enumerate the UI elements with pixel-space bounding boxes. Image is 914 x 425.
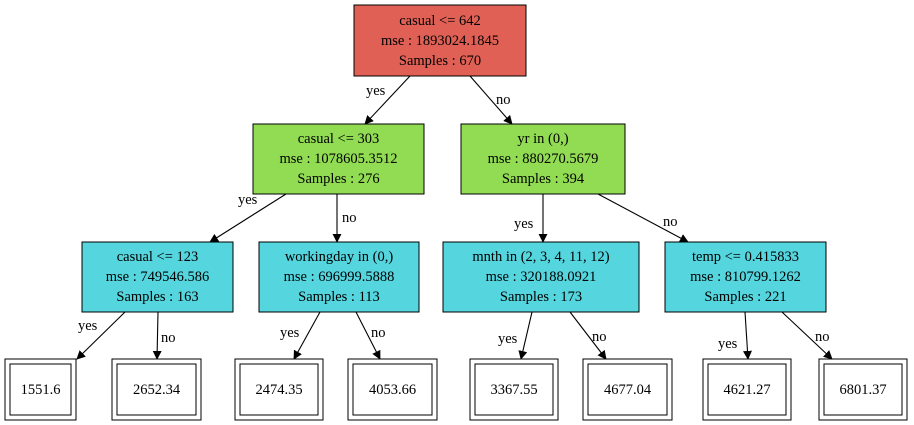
- edge-label-no: no: [592, 329, 607, 345]
- leaf-node-6: 4677.04: [582, 358, 673, 421]
- edge-label-no: no: [663, 214, 678, 230]
- node-box: [664, 241, 827, 313]
- edge-r-rr: [597, 193, 689, 243]
- node-samples: Samples : 163: [116, 289, 198, 305]
- node-split-rule: casual <= 303: [298, 131, 380, 147]
- leaf-value: 2652.34: [133, 382, 181, 398]
- node-mse: mse : 320188.0921: [486, 269, 597, 285]
- edge-root-right: [469, 75, 513, 125]
- edge-label-yes: yes: [514, 216, 534, 232]
- node-split-rule: yr in (0,): [517, 131, 568, 147]
- edge-label-no: no: [161, 330, 176, 346]
- edges: [76, 75, 833, 360]
- node-level2-1: casual <= 123 mse : 749546.586 Samples :…: [81, 241, 234, 313]
- node-split-rule: casual <= 642: [399, 13, 481, 29]
- leaf-inner-border: [116, 363, 197, 416]
- edge-lr-leaf3: [293, 311, 321, 360]
- leaf-inner-border: [587, 363, 668, 416]
- edge-rl-leaf6: [569, 311, 607, 360]
- edge-l-ll: [209, 193, 287, 243]
- node-box: [252, 123, 425, 195]
- node-mse: mse : 810799.1262: [690, 269, 801, 285]
- node-samples: Samples : 394: [502, 171, 585, 187]
- node-samples: Samples : 276: [297, 171, 379, 187]
- leaf-node-5: 3367.55: [469, 358, 559, 421]
- node-level2-4: temp <= 0.415833 mse : 810799.1262 Sampl…: [664, 241, 827, 313]
- node-samples: Samples : 221: [704, 289, 786, 305]
- node-split-rule: casual <= 123: [117, 249, 199, 265]
- node-box: [460, 123, 626, 195]
- edge-lr-leaf4: [355, 311, 381, 360]
- node-level1-right: yr in (0,) mse : 880270.5679 Samples : 3…: [460, 123, 626, 195]
- node-mse: mse : 1893024.1845: [381, 33, 499, 49]
- node-root: casual <= 642 mse : 1893024.1845 Samples…: [353, 4, 527, 77]
- node-level2-3: mnth in (2, 3, 4, 11, 12) mse : 320188.0…: [442, 241, 640, 313]
- edge-ll-leaf1: [76, 311, 126, 360]
- edge-label-yes: yes: [78, 318, 98, 334]
- edge-rr-leaf7: [742, 311, 752, 360]
- leaf-value: 6801.37: [839, 382, 886, 398]
- node-level2-2: workingday in (0,) mse : 696999.5888 Sam…: [258, 241, 420, 313]
- node-samples: Samples : 113: [298, 289, 380, 305]
- node-samples: Samples : 173: [500, 289, 582, 305]
- leaf-inner-border: [707, 363, 787, 416]
- node-split-rule: temp <= 0.415833: [692, 249, 799, 265]
- leaf-value: 2474.35: [255, 382, 302, 398]
- edge-label-no: no: [815, 329, 830, 345]
- node-level1-left: casual <= 303 mse : 1078605.3512 Samples…: [252, 123, 425, 195]
- leaf-node-8: 6801.37: [818, 358, 908, 421]
- node-box: [258, 241, 420, 313]
- leaf-node-4: 4053.66: [347, 358, 438, 421]
- node-mse: mse : 749546.586: [106, 269, 210, 285]
- edge-rl-leaf5: [518, 311, 533, 360]
- edge-label-yes: yes: [238, 192, 258, 208]
- leaf-inner-border: [352, 363, 433, 416]
- leaf-value: 4053.66: [369, 382, 416, 398]
- node-split-rule: workingday in (0,): [285, 249, 393, 265]
- node-mse: mse : 696999.5888: [284, 269, 395, 285]
- edge-ll-leaf2: [152, 311, 162, 360]
- node-split-rule: mnth in (2, 3, 4, 11, 12): [472, 249, 609, 265]
- edge-label-yes: yes: [718, 336, 738, 352]
- edge-rr-leaf8: [781, 311, 833, 360]
- edge-label-yes: yes: [280, 325, 300, 341]
- edge-label-no: no: [496, 92, 511, 108]
- edge-label-yes: yes: [498, 331, 518, 347]
- node-box: [442, 241, 640, 313]
- leaf-value: 4677.04: [604, 382, 652, 398]
- leaf-node-7: 4621.27: [702, 358, 792, 421]
- node-mse: mse : 880270.5679: [488, 151, 599, 167]
- leaf-inner-border: [474, 363, 554, 416]
- leaf-inner-border: [239, 363, 319, 416]
- node-box: [81, 241, 234, 313]
- edge-labels: yes no yes no yes no yes no yes no yes n…: [78, 83, 830, 352]
- leaf-node-1: 1551.6: [4, 358, 77, 421]
- node-samples: Samples : 670: [399, 53, 481, 69]
- edge-label-no: no: [342, 210, 357, 226]
- edge-label-no: no: [371, 325, 386, 341]
- leaf-node-2: 2652.34: [111, 358, 202, 421]
- leaf-value: 1551.6: [21, 382, 61, 398]
- leaf-node-3: 2474.35: [234, 358, 324, 421]
- node-mse: mse : 1078605.3512: [279, 151, 397, 167]
- edge-label-yes: yes: [366, 83, 386, 99]
- leaf-inner-border: [823, 363, 903, 416]
- leaf-value: 3367.55: [490, 382, 537, 398]
- node-box: [353, 4, 527, 77]
- leaf-inner-border: [9, 363, 72, 416]
- leaf-value: 4621.27: [723, 382, 770, 398]
- edge-root-left: [364, 75, 411, 125]
